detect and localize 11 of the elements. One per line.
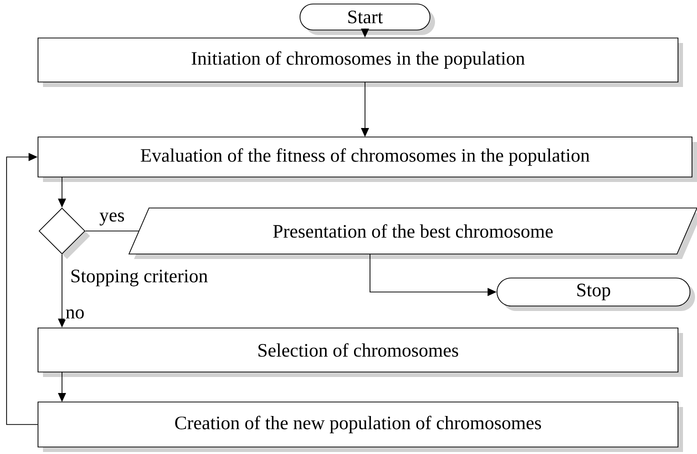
arrow (6, 152, 38, 425)
terminal-box: Stop (496, 278, 695, 311)
edge-label: no (64, 308, 86, 320)
process-box: Creation of the new population of chromosomes (38, 402, 683, 452)
terminal-box: Start (300, 4, 435, 35)
decision-diamond (38, 208, 90, 259)
edge-label: yes (98, 211, 126, 226)
process-box: Initiation of chromosomes in the population (38, 38, 683, 87)
node-caption: Stopping criterion (71, 270, 208, 286)
process-box: Selection of chromosomes (38, 328, 683, 377)
process-box: Evaluation of the fitness of chromosomes in the population (38, 136, 697, 182)
